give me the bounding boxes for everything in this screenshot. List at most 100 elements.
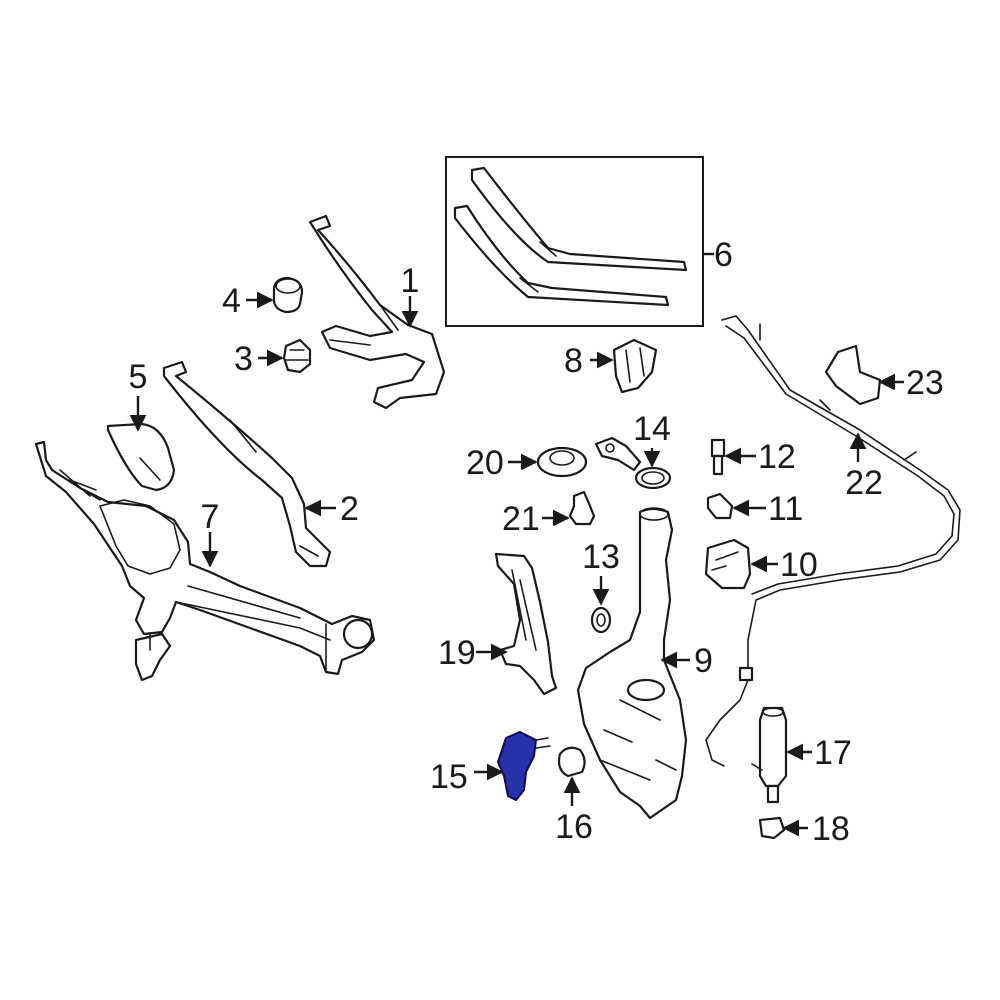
reservoir-9-body xyxy=(576,507,688,820)
harness-22-path-b xyxy=(725,325,955,595)
seal-14-inner xyxy=(641,471,665,485)
part-18-grommet[interactable] xyxy=(758,816,786,840)
pump-17-top xyxy=(762,707,784,717)
part-19-hose[interactable] xyxy=(494,552,558,696)
reservoir-9-port xyxy=(626,678,666,702)
part-17-washer-pump[interactable] xyxy=(751,706,788,804)
callout-22: 22 xyxy=(845,464,883,502)
reservoir-9-neck xyxy=(639,507,669,521)
nut-3-body xyxy=(282,338,312,374)
cap-20-body xyxy=(536,446,588,478)
bracket-7 xyxy=(134,632,172,682)
part-10-bracket[interactable] xyxy=(704,538,752,590)
grommet-21-body xyxy=(568,490,596,526)
callout-15: 15 xyxy=(430,758,468,796)
pump-17-outlet xyxy=(766,784,780,804)
callout-8: 8 xyxy=(564,342,583,380)
part-8-clip[interactable] xyxy=(612,338,658,394)
part-6-wiper-blades[interactable] xyxy=(445,156,704,327)
callout-4: 4 xyxy=(222,282,241,320)
hose-19-body xyxy=(494,552,558,696)
part-20-filler-cap[interactable] xyxy=(536,446,588,478)
cap-20-top xyxy=(549,450,575,466)
callout-3: 3 xyxy=(234,340,253,378)
callout-7: 7 xyxy=(201,498,220,536)
arm-2-details xyxy=(229,419,319,557)
hose-19-lines xyxy=(511,569,537,651)
motor-7-housing xyxy=(99,499,181,575)
tether-14-hole xyxy=(605,443,615,453)
part-15-level-sensor[interactable] xyxy=(497,731,551,801)
callout-23: 23 xyxy=(906,364,944,402)
part-16-plug[interactable] xyxy=(557,746,586,778)
cap-4-top xyxy=(275,278,301,294)
callout-18: 18 xyxy=(812,810,850,848)
grommet-18-body xyxy=(758,816,786,840)
bracket-10-details xyxy=(711,551,739,571)
harness-22-connector xyxy=(738,666,754,682)
callout-10: 10 xyxy=(780,546,818,584)
callout-9: 9 xyxy=(694,642,713,680)
cover-5-detail xyxy=(139,457,161,481)
bolt-12-head xyxy=(710,438,726,458)
oring-13-outer xyxy=(590,606,612,634)
sensor-15-pins xyxy=(535,737,551,749)
blade-upper xyxy=(470,166,688,272)
arm-2-body xyxy=(162,360,332,568)
callout-12: 12 xyxy=(758,438,796,476)
pump-17-nozzle xyxy=(751,763,763,771)
bracket-23-body xyxy=(824,344,882,406)
part-5-cover[interactable] xyxy=(106,422,176,492)
harness-22-path-a xyxy=(705,315,961,767)
part-12-bolt[interactable] xyxy=(710,438,726,476)
part-9-reservoir[interactable] xyxy=(576,507,688,820)
blade-adapters xyxy=(519,241,557,293)
part-11-clip-nut[interactable] xyxy=(706,492,734,520)
callout-14: 14 xyxy=(633,410,671,448)
clip-8-details xyxy=(625,347,645,383)
part-23-bracket[interactable] xyxy=(824,344,882,406)
harness-22-clips xyxy=(759,323,917,461)
callout-21: 21 xyxy=(502,500,540,538)
plug-16-body xyxy=(557,746,586,778)
linkage-7-posts xyxy=(149,623,327,671)
part-7-motor-linkage[interactable] xyxy=(34,440,376,682)
callout-13: 13 xyxy=(582,538,620,576)
arm-1-body xyxy=(308,214,446,410)
clip-8-body xyxy=(612,338,658,394)
callout-11: 11 xyxy=(768,490,803,528)
sensor-15-body xyxy=(497,731,537,801)
cap-4-body xyxy=(272,276,304,314)
leaders xyxy=(129,252,904,837)
seal-14-ring xyxy=(634,466,672,490)
part-2-wiper-arm[interactable] xyxy=(162,360,332,568)
part-3-nut[interactable] xyxy=(282,338,312,374)
callout-5: 5 xyxy=(129,358,148,396)
part-21-grommet[interactable] xyxy=(568,490,596,526)
callout-16: 16 xyxy=(555,808,593,846)
callout-19: 19 xyxy=(438,634,476,672)
arm-1-details xyxy=(329,304,399,346)
linkage-7-body xyxy=(34,440,376,676)
callout-20: 20 xyxy=(466,444,504,482)
part-1-wiper-arm[interactable] xyxy=(308,214,446,410)
linkage-7-details xyxy=(59,469,331,641)
part-14-seal[interactable] xyxy=(594,436,672,490)
bolt-12-shank xyxy=(712,454,724,476)
pivot-7 xyxy=(342,618,374,650)
cover-5-body xyxy=(106,422,176,492)
blade-lower xyxy=(453,204,670,307)
callout-2: 2 xyxy=(340,490,359,528)
callout-1: 1 xyxy=(401,262,420,300)
part-22-hose-harness[interactable] xyxy=(705,315,961,767)
part-13-o-ring[interactable] xyxy=(590,606,612,634)
bracket-10-body xyxy=(704,538,752,590)
callout-17: 17 xyxy=(814,734,852,772)
clipnut-11-body xyxy=(706,492,734,520)
pump-17-body xyxy=(758,706,788,788)
callout-6: 6 xyxy=(714,236,733,274)
oring-13-inner xyxy=(596,613,606,627)
part-4-cap[interactable] xyxy=(272,276,304,314)
